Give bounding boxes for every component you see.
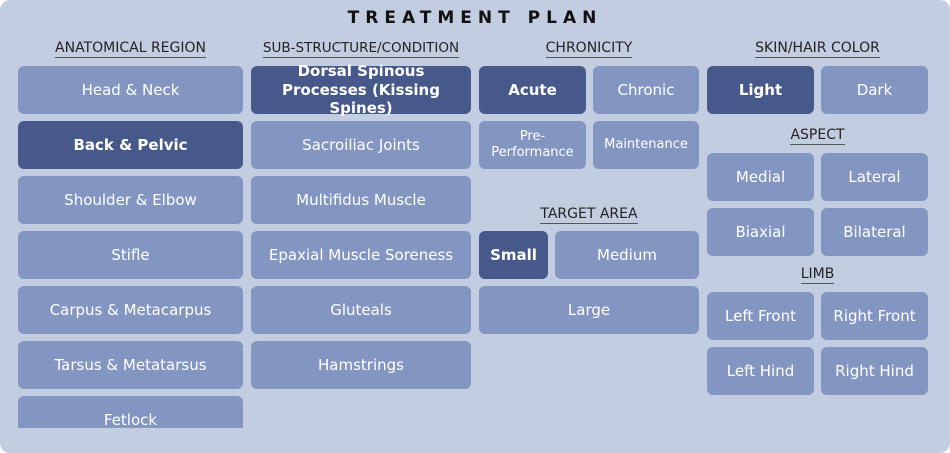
limb-left-front-button[interactable]: Left Front xyxy=(707,292,814,340)
target-medium-button[interactable]: Medium xyxy=(555,231,699,279)
anatomical-stifle-button[interactable]: Stifle xyxy=(18,231,243,279)
anatomical-shoulder-elbow-button[interactable]: Shoulder & Elbow xyxy=(18,176,243,224)
header-target-area: TARGET AREA xyxy=(540,206,638,224)
sub-gluteals-button[interactable]: Gluteals xyxy=(251,286,471,334)
sub-epaxial-button[interactable]: Epaxial Muscle Soreness xyxy=(251,231,471,279)
target-large-button[interactable]: Large xyxy=(479,286,699,334)
header-skin-hair-color: SKIN/HAIR COLOR xyxy=(755,40,880,58)
limb-right-front-button[interactable]: Right Front xyxy=(821,292,928,340)
aspect-bilateral-button[interactable]: Bilateral xyxy=(821,208,928,256)
limb-left-hind-button[interactable]: Left Hind xyxy=(707,347,814,395)
sub-sacroiliac-button[interactable]: Sacroiliac Joints xyxy=(251,121,471,169)
anatomical-tarsus-button[interactable]: Tarsus & Metatarsus xyxy=(18,341,243,389)
header-anatomical-region: ANATOMICAL REGION xyxy=(55,40,206,58)
anatomical-back-pelvic-button[interactable]: Back & Pelvic xyxy=(18,121,243,169)
anatomical-head-neck-button[interactable]: Head & Neck xyxy=(18,66,243,114)
chronicity-maintenance-button[interactable]: Maintenance xyxy=(593,121,699,169)
aspect-lateral-button[interactable]: Lateral xyxy=(821,153,928,201)
chronicity-chronic-button[interactable]: Chronic xyxy=(593,66,699,114)
aspect-biaxial-button[interactable]: Biaxial xyxy=(707,208,814,256)
chronicity-acute-button[interactable]: Acute xyxy=(479,66,586,114)
header-chronicity: CHRONICITY xyxy=(545,40,633,58)
chronicity-pre-performance-button[interactable]: Pre-Performance xyxy=(479,121,586,169)
header-aspect: ASPECT xyxy=(790,127,845,145)
aspect-medial-button[interactable]: Medial xyxy=(707,153,814,201)
sub-hamstrings-button[interactable]: Hamstrings xyxy=(251,341,471,389)
sub-dorsal-spinous-button[interactable]: Dorsal Spinous Processes (Kissing Spines… xyxy=(251,62,471,117)
limb-right-hind-button[interactable]: Right Hind xyxy=(821,347,928,395)
anatomical-fetlock-button[interactable]: Fetlock xyxy=(18,396,243,428)
header-sub-structure: SUB-STRUCTURE/CONDITION xyxy=(262,40,460,58)
anatomical-carpus-button[interactable]: Carpus & Metacarpus xyxy=(18,286,243,334)
skin-dark-button[interactable]: Dark xyxy=(821,66,928,114)
sub-multifidus-button[interactable]: Multifidus Muscle xyxy=(251,176,471,224)
scroll-area: TREATMENT PLAN ANATOMICAL REGION SUB-STR… xyxy=(18,8,928,428)
header-limb: LIMB xyxy=(800,266,835,284)
target-small-button[interactable]: Small xyxy=(479,231,548,279)
page-title: TREATMENT PLAN xyxy=(347,8,603,28)
skin-light-button[interactable]: Light xyxy=(707,66,814,114)
